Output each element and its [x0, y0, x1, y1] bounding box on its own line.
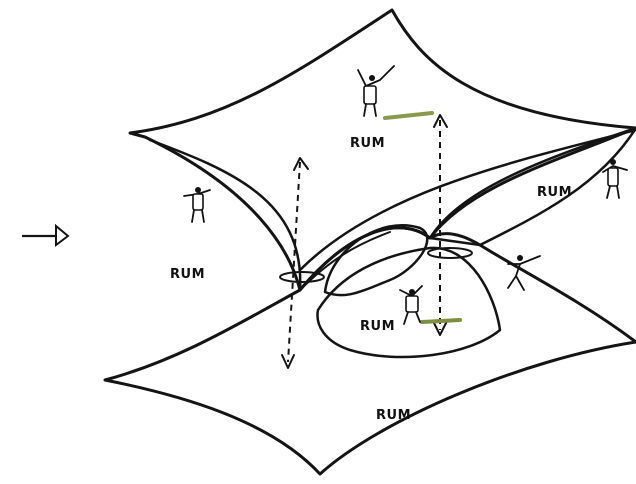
label-rum-bottom: RUM — [376, 408, 411, 423]
right-canopy-wing — [428, 126, 636, 247]
inner-hollow-surface — [316, 246, 502, 359]
central-opening — [323, 224, 429, 297]
person-figure-icon — [602, 159, 628, 199]
right-column-ring — [427, 247, 473, 259]
person-figure-icon — [357, 65, 395, 117]
shadow-stroke — [420, 318, 462, 324]
canopy-fold-right — [298, 128, 636, 272]
vertical-double-arrow-icon — [433, 114, 448, 336]
label-rum-inner: RUM — [360, 319, 395, 334]
left-column-ring — [279, 271, 325, 283]
shadow-stroke — [383, 111, 434, 120]
person-figure-icon — [399, 285, 423, 325]
label-rum-left: RUM — [170, 267, 205, 282]
vertical-double-arrow-icon — [281, 157, 309, 369]
person-figure-icon — [183, 187, 211, 223]
person-figure-icon — [507, 255, 541, 291]
canopy-fold-left — [148, 138, 302, 292]
label-rum-right: RUM — [537, 185, 572, 200]
right-arrow-icon — [22, 223, 70, 247]
upper-canopy-surface — [128, 8, 636, 292]
label-rum-upper: RUM — [350, 136, 385, 151]
